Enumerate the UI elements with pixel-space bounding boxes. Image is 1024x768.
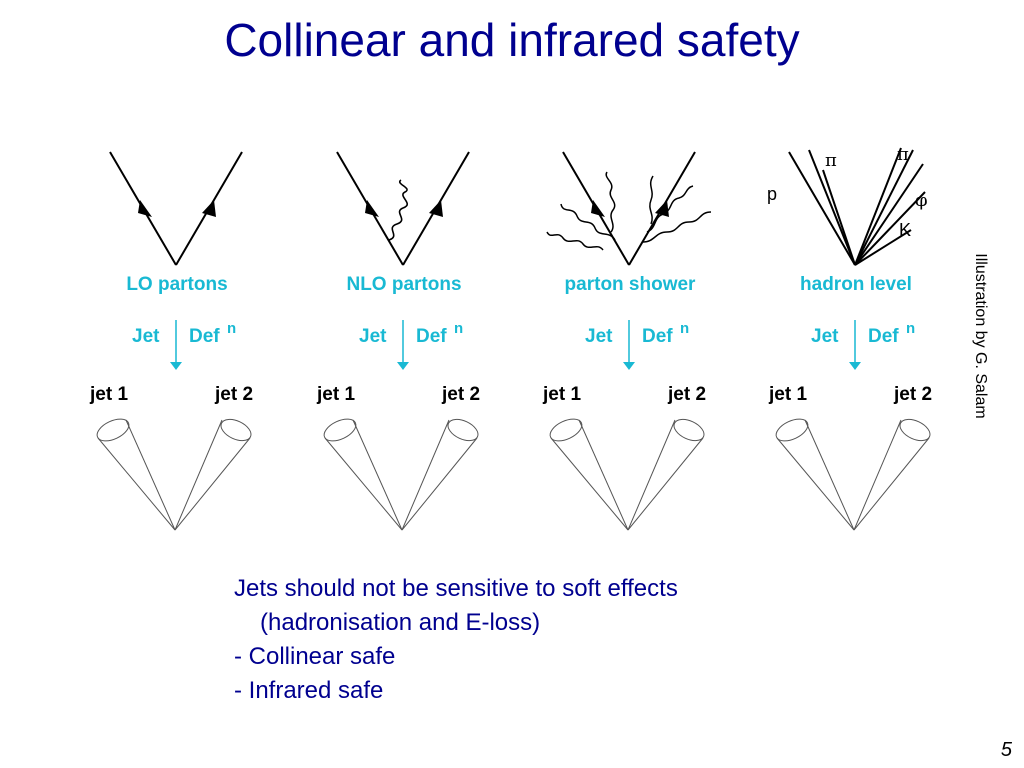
jet-cones	[96, 418, 252, 531]
jet-cones	[775, 418, 931, 531]
pi-left-label: π	[825, 150, 837, 171]
jet-definition: Jet Def n	[741, 318, 971, 378]
def-label: Def	[642, 326, 673, 347]
down-arrow-icon	[849, 320, 861, 370]
lo-partons-diagram	[109, 151, 243, 266]
jet-cones	[549, 418, 705, 531]
jet-definition: Jet Def n	[289, 318, 519, 378]
parton-shower-diagram	[546, 151, 712, 266]
jet-2-label: jet 2	[668, 384, 707, 405]
jet-1-label: jet 1	[769, 384, 808, 405]
slide-title: Collinear and infrared safety	[224, 14, 800, 66]
bullet-line-2: (hadronisation and E-loss)	[260, 609, 541, 636]
jet-label: Jet	[359, 326, 387, 347]
jet-label: Jet	[811, 326, 839, 347]
panel-hadron-level: π π p φ K hadron level Jet Def n jet 1 j…	[741, 140, 971, 540]
jet-1-label: jet 1	[543, 384, 582, 405]
jet-cones	[323, 418, 479, 531]
def-label: Def	[189, 326, 220, 347]
def-superscript: n	[454, 320, 464, 337]
bullet-line-3: - Collinear safe	[234, 643, 396, 670]
bullet-list: Jets should not be sensitive to soft eff…	[234, 572, 678, 708]
jet-label: Jet	[132, 326, 160, 347]
k-label: K	[899, 220, 911, 240]
down-arrow-icon	[170, 320, 182, 370]
jet-1-label: jet 1	[317, 384, 356, 405]
side-credit-text: Illustration by G. Salam	[972, 253, 989, 419]
stage-label: parton shower	[564, 274, 696, 295]
jet-definition: Jet Def n	[62, 318, 292, 378]
def-superscript: n	[906, 320, 916, 337]
def-superscript: n	[227, 320, 237, 337]
stage-label: LO partons	[126, 274, 228, 295]
panel-lo-partons: LO partons Jet Def n jet 1 jet 2	[62, 140, 292, 540]
down-arrow-icon	[623, 320, 635, 370]
phi-label: φ	[915, 190, 928, 211]
page-number: 5	[1000, 739, 1012, 761]
stage-label: hadron level	[800, 274, 912, 295]
def-superscript: n	[680, 320, 690, 337]
nlo-partons-diagram	[336, 151, 470, 266]
panel-parton-shower: parton shower Jet Def n jet 1 jet 2	[515, 140, 745, 540]
side-credit: Illustration by G. Salam	[970, 232, 990, 442]
jet-label: Jet	[585, 326, 613, 347]
p-label: p	[767, 184, 777, 204]
hadron-level-diagram: π π p φ K	[767, 144, 928, 266]
pi-right-label: π	[897, 144, 909, 165]
def-label: Def	[416, 326, 447, 347]
panel-nlo-partons: NLO partons Jet Def n jet 1 jet 2	[289, 140, 519, 540]
down-arrow-icon	[397, 320, 409, 370]
jet-2-label: jet 2	[894, 384, 933, 405]
jet-2-label: jet 2	[442, 384, 481, 405]
def-label: Def	[868, 326, 899, 347]
jet-2-label: jet 2	[215, 384, 254, 405]
bullet-line-1: Jets should not be sensitive to soft eff…	[234, 575, 678, 602]
stage-label: NLO partons	[346, 274, 462, 295]
jet-definition: Jet Def n	[515, 318, 745, 378]
bullet-line-4: - Infrared safe	[234, 677, 384, 704]
jet-1-label: jet 1	[90, 384, 129, 405]
